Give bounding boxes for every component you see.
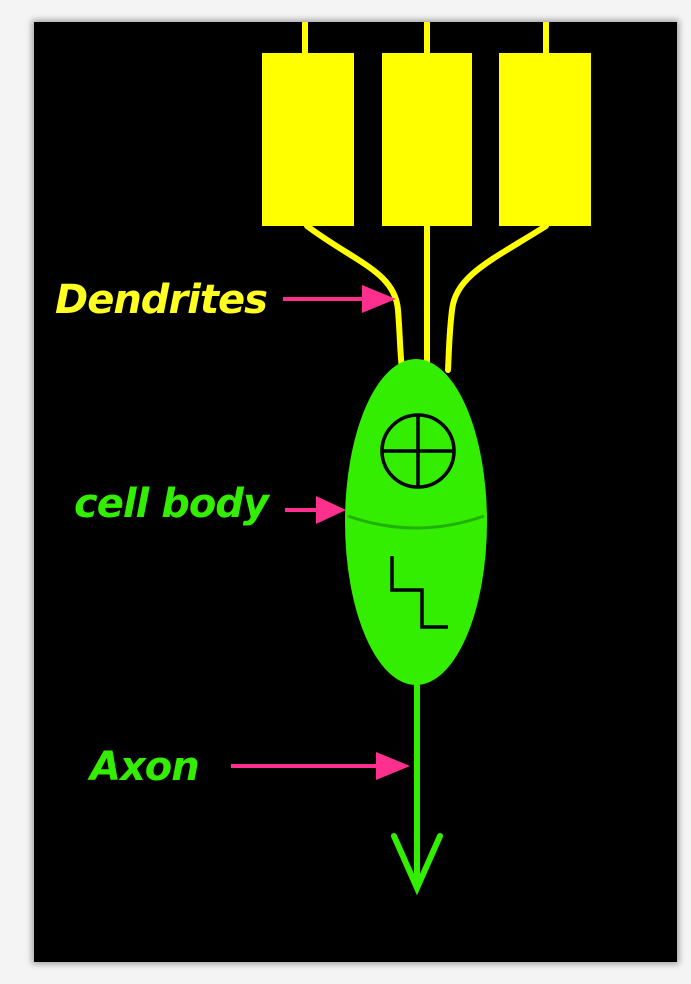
axon-pointer-arrow — [231, 752, 410, 780]
dendrites-pointer-arrow — [283, 285, 396, 313]
circled-plus-icon — [382, 415, 454, 487]
axon-label: Axon — [87, 744, 199, 790]
cell-body-label: cell body — [74, 481, 271, 527]
input-box-2 — [382, 53, 472, 226]
input-box-3 — [499, 53, 591, 226]
input-box-1 — [262, 53, 354, 226]
dendrites-label: Dendrites — [55, 277, 267, 323]
axon — [394, 682, 440, 888]
dendrite-right — [448, 226, 546, 370]
input-wires — [305, 0, 546, 55]
input-boxes — [262, 53, 591, 226]
cell-body-pointer-arrow — [285, 496, 346, 524]
cell-body — [345, 359, 487, 685]
